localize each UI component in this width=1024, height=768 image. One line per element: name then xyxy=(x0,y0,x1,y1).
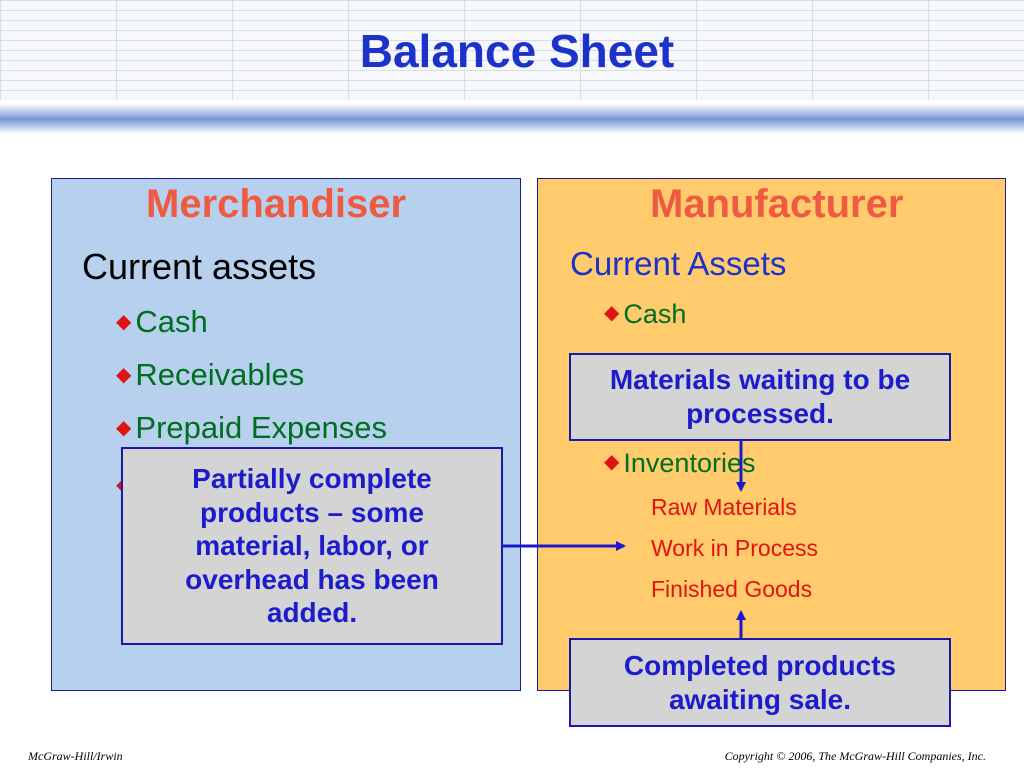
diamond-bullet-icon: ◆ xyxy=(116,364,132,386)
callout-work-in-process-text: Partially complete products – some mater… xyxy=(185,463,439,629)
merchandiser-item-receivables: ◆Receivables xyxy=(116,357,304,393)
slide-title: Balance Sheet xyxy=(359,25,675,77)
manufacturer-item-label: Cash xyxy=(623,299,687,329)
merchandiser-item-prepaid-expenses: ◆Prepaid Expenses xyxy=(116,410,387,446)
inventory-work-in-process: Work in Process xyxy=(651,535,819,561)
manufacturer-section-label: Current Assets xyxy=(570,245,787,282)
merchandiser-item-label: Receivables xyxy=(135,357,305,392)
diamond-bullet-icon: ◆ xyxy=(116,311,132,333)
footer-publisher: McGraw-Hill/Irwin xyxy=(28,749,123,763)
diamond-bullet-icon: ◆ xyxy=(604,451,620,473)
inventory-raw-materials: Raw Materials xyxy=(651,494,797,520)
diamond-bullet-icon: ◆ xyxy=(604,302,620,324)
manufacturer-item-cash: ◆Cash xyxy=(604,299,686,330)
callout-finished-goods: Completed products awaiting sale. xyxy=(569,638,951,727)
merchandiser-section-label: Current assets xyxy=(82,246,317,287)
manufacturer-heading: Manufacturer xyxy=(650,182,904,226)
merchandiser-item-label: Prepaid Expenses xyxy=(135,410,387,445)
footer-copyright: Copyright © 2006, The McGraw-Hill Compan… xyxy=(724,749,986,763)
inventory-finished-goods: Finished Goods xyxy=(651,576,813,602)
merchandiser-item-cash: ◆Cash xyxy=(116,304,208,340)
title-divider xyxy=(0,104,1024,134)
manufacturer-item-inventories: ◆Inventories xyxy=(604,448,755,479)
callout-finished-goods-text: Completed products awaiting sale. xyxy=(623,649,897,715)
diamond-bullet-icon: ◆ xyxy=(116,417,132,439)
header-grid-band xyxy=(0,0,1024,100)
callout-raw-materials-text: Materials waiting to be processed. xyxy=(609,364,911,429)
merchandiser-heading: Merchandiser xyxy=(146,182,407,226)
callout-raw-materials: Materials waiting to be processed. xyxy=(569,353,951,441)
merchandiser-item-label: Cash xyxy=(135,304,208,339)
manufacturer-item-label: Inventories xyxy=(623,448,756,478)
callout-work-in-process: Partially complete products – some mater… xyxy=(121,447,503,645)
